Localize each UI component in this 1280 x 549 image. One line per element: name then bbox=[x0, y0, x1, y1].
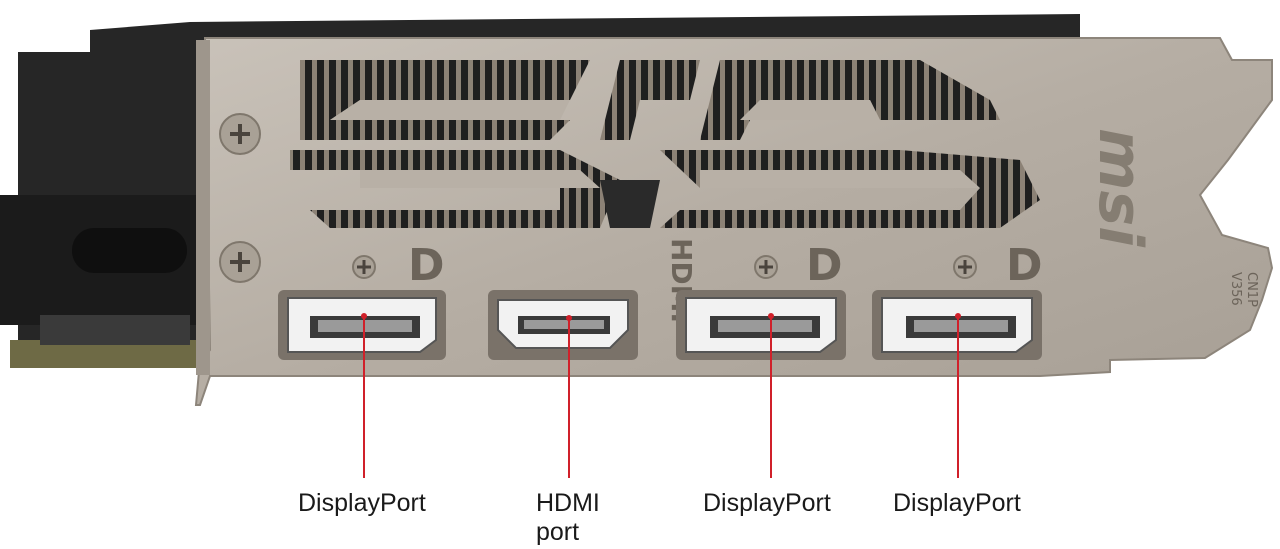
hdmi-connector bbox=[488, 290, 638, 360]
mounting-screw-icon bbox=[219, 241, 261, 283]
cert-code: CN1P bbox=[1244, 272, 1259, 307]
displayport-stamp: D bbox=[408, 240, 445, 291]
vent-struts bbox=[330, 100, 980, 188]
displayport-connector bbox=[278, 290, 446, 360]
mounting-screw-icon bbox=[219, 113, 261, 155]
displayport-label: DisplayPort bbox=[893, 489, 1021, 517]
displayport-connector bbox=[676, 290, 846, 360]
displayport-label: DisplayPort bbox=[703, 489, 831, 517]
callout-dots bbox=[361, 313, 961, 321]
port-screw-icon bbox=[953, 255, 977, 279]
msi-logo: msi bbox=[1085, 128, 1155, 248]
displayport-stamp: D bbox=[806, 240, 843, 291]
port-screw-icon bbox=[754, 255, 778, 279]
displayport-label: DisplayPort bbox=[298, 489, 426, 517]
hdmi-port-label-line2: port bbox=[536, 518, 580, 546]
cert-code: V356 bbox=[1228, 272, 1243, 306]
callout-lines bbox=[363, 316, 959, 478]
displayport-stamp: D bbox=[1006, 240, 1043, 291]
port-screw-icon bbox=[352, 255, 376, 279]
hdmi-port-label-line1: HDMI bbox=[536, 489, 600, 517]
